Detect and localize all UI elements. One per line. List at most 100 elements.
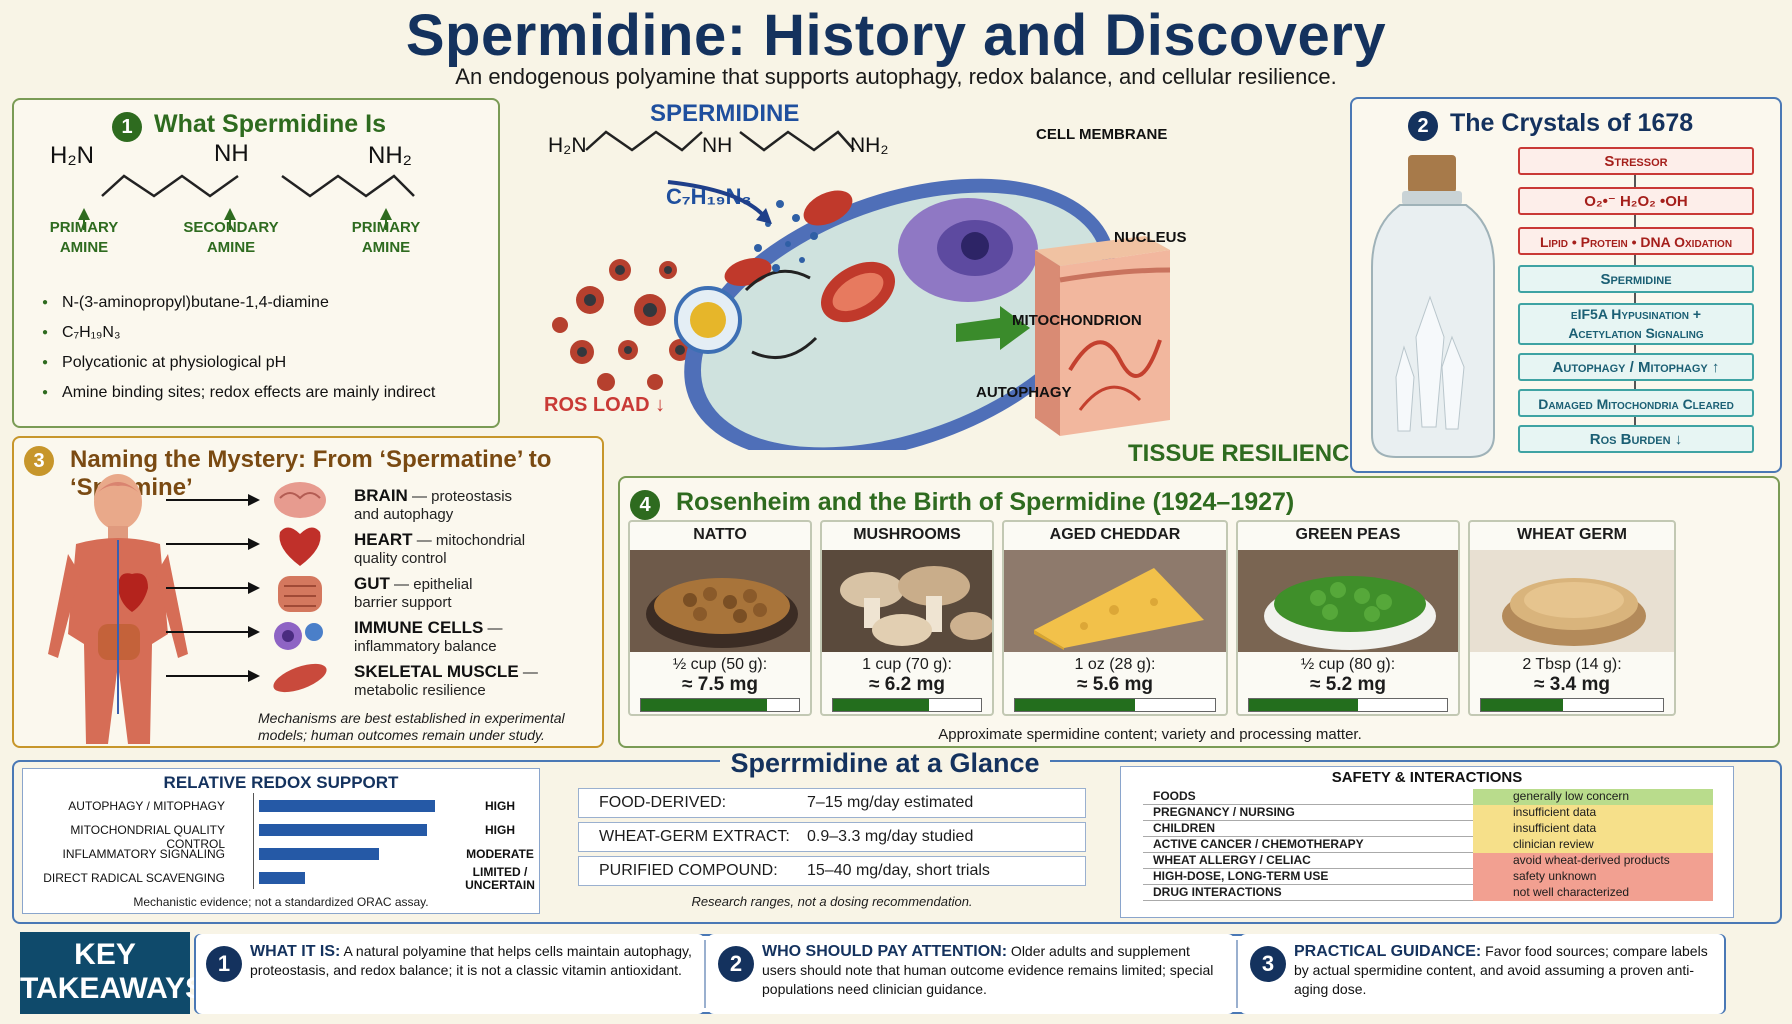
glance-row: WHEAT-GERM EXTRACT:0.9–3.3 mg/day studie… — [578, 822, 1086, 852]
flow-eif5a: eIF5A Hypusination + Acetylation Signali… — [1518, 303, 1754, 345]
center-chem-h2n: H₂N — [548, 134, 587, 157]
takeaway-item: 1 WHAT IT IS: A natural polyamine that h… — [196, 934, 704, 1014]
center-chem-nh: NH — [702, 134, 733, 157]
redox-label: AUTOPHAGY / MITOPHAGY — [68, 799, 225, 813]
redox-support-chart: RELATIVE REDOX SUPPORT AUTOPHAGY / MITOP… — [22, 768, 540, 914]
human-body-icon — [48, 474, 188, 744]
chem-nh: NH — [214, 140, 249, 167]
chem-h2n: H₂N — [50, 142, 94, 169]
panel-number-badge: 1 — [112, 112, 142, 142]
safety-title: SAFETY & INTERACTIONS — [1331, 769, 1523, 786]
cell-illustration — [552, 178, 1170, 450]
wheat-germ-icon — [1470, 550, 1674, 652]
redox-label: DIRECT RADICAL SCAVENGING — [43, 871, 225, 885]
autophagy-label: AUTOPHAGY — [976, 384, 1072, 401]
panel-crystals-1678: 2 The Crystals of 1678 Stressor O₂•⁻ H₂O… — [1350, 97, 1782, 473]
organ-immune: IMMUNE CELLS —inflammatory balance — [354, 618, 503, 655]
redox-label: MITOCHONDRIAL QUALITY CONTROL — [70, 823, 225, 851]
chem-nh2: NH₂ — [368, 142, 412, 169]
flow-autophagy: Autophagy / Mitophagy ↑ — [1518, 353, 1754, 381]
organ-icons — [273, 482, 327, 693]
panel-rosenheim-foods: 4 Rosenheim and the Birth of Spermidine … — [618, 476, 1780, 748]
bullet-item: Polycationic at physiological pH — [42, 354, 286, 372]
redox-label: INFLAMMATORY SIGNALING — [62, 847, 225, 861]
flow-mito-cleared: Damaged Mitochondria Cleared — [1518, 389, 1754, 417]
panel-title: What Spermidine Is — [154, 110, 386, 138]
bullet-item: C₇H₁₉N₃ — [42, 324, 120, 342]
brain-icon — [274, 482, 326, 518]
flow-spermidine: Spermidine — [1518, 265, 1754, 293]
food-card-green-peas: GREEN PEAS ½ cup (80 g): ≈ 5.2 mg — [1236, 520, 1460, 716]
secondary-amine-label: SECONDARY AMINE — [183, 219, 279, 256]
glance-table: FOOD-DERIVED:7–15 mg/day estimated WHEAT… — [578, 770, 1086, 914]
redox-value: HIGH — [485, 799, 515, 813]
redox-bar — [259, 824, 427, 836]
panel-what-spermidine-is: 1 What Spermidine Is H₂N NH NH₂ PRIMARY … — [12, 98, 500, 428]
primary-amine-label: PRIMARY AMINE — [49, 219, 119, 256]
glance-row: FOOD-DERIVED:7–15 mg/day estimated — [578, 788, 1086, 818]
panel-number-badge: 2 — [1408, 111, 1438, 141]
center-molecule — [585, 130, 855, 152]
flow-ros-burden: Ros Burden ↓ — [1518, 425, 1754, 453]
mushrooms-icon — [822, 550, 992, 652]
redox-value: LIMITED / UNCERTAIN — [465, 865, 535, 892]
panel-title: The Crystals of 1678 — [1450, 109, 1694, 137]
tissue-resilience-label: TISSUE RESILIENCE — [1128, 440, 1366, 467]
molecule-structure — [78, 174, 415, 230]
redox-bar — [259, 800, 435, 812]
mitochondrion-label: MITOCHONDRION — [1012, 312, 1142, 329]
glance-title: Sperrmidine at a Glance — [720, 748, 1050, 779]
redox-title: RELATIVE REDOX SUPPORT — [163, 773, 399, 792]
food-card-natto: NATTO ½ cup (50 g): ≈ 7.5 mg — [628, 520, 812, 716]
bullet-item: Amine binding sites; redox effects are m… — [42, 384, 435, 402]
natto-icon — [630, 550, 810, 652]
panel-number-badge: 4 — [630, 490, 660, 520]
redox-value: HIGH — [485, 823, 515, 837]
flow-ros-species: O₂•⁻ H₂O₂ •OH — [1518, 187, 1754, 215]
organ-arrows — [166, 494, 260, 682]
mechanisms-note: Mechanisms are best established in exper… — [258, 710, 565, 743]
organ-muscle: SKELETAL MUSCLE —metabolic resilience — [354, 662, 538, 699]
redox-note: Mechanistic evidence; not a standardized… — [133, 895, 429, 909]
redox-bar — [259, 872, 305, 884]
glance-row: PURIFIED COMPOUND:15–40 mg/day, short tr… — [578, 856, 1086, 886]
immune-cells-icon — [274, 622, 323, 650]
key-takeaways-label: KEY TAKEAWAYS — [20, 932, 205, 1014]
heart-icon — [279, 527, 321, 566]
page-subtitle: An endogenous polyamine that supports au… — [455, 64, 1337, 89]
takeaway-item: 2 WHO SHOULD PAY ATTENTION: Older adults… — [708, 934, 1234, 1014]
takeaway-item: 3 PRACTICAL GUIDANCE: Favor food sources… — [1240, 934, 1724, 1014]
food-footnote: Approximate spermidine content; variety … — [938, 726, 1362, 743]
panel-title: Rosenheim and the Birth of Spermidine (1… — [676, 488, 1295, 516]
cheese-icon — [1004, 550, 1226, 652]
peas-icon — [1238, 550, 1458, 652]
muscle-icon — [273, 663, 327, 693]
primary-amine-label-2: PRIMARY AMINE — [351, 219, 421, 256]
crystal-jar-icon — [1371, 155, 1495, 458]
glance-note: Research ranges, not a dosing recommenda… — [691, 894, 973, 909]
gut-icon — [278, 576, 322, 612]
redox-value: MODERATE — [466, 847, 534, 861]
flow-stressor: Stressor — [1518, 147, 1754, 175]
cell-membrane-label: CELL MEMBRANE — [1036, 126, 1168, 143]
bullet-item: N-(3-aminopropyl)butane-1,4-diamine — [42, 294, 329, 312]
panel-naming-mystery: 3 Naming the Mystery: From ‘Spermatine’ … — [12, 436, 604, 748]
food-card-aged-cheddar: AGED CHEDDAR 1 oz (28 g): ≈ 5.6 mg — [1002, 520, 1228, 716]
page-title: Spermidine: History and Discovery — [405, 3, 1387, 68]
ros-particles-icon — [552, 259, 691, 391]
center-spermidine-label: SPERMIDINE — [650, 100, 800, 127]
food-card-wheat-germ: WHEAT GERM 2 Tbsp (14 g): ≈ 3.4 mg — [1468, 520, 1676, 716]
ros-load-label: ROS LOAD ↓ — [544, 394, 666, 416]
food-card-mushrooms: MUSHROOMS 1 cup (70 g): ≈ 6.2 mg — [820, 520, 994, 716]
